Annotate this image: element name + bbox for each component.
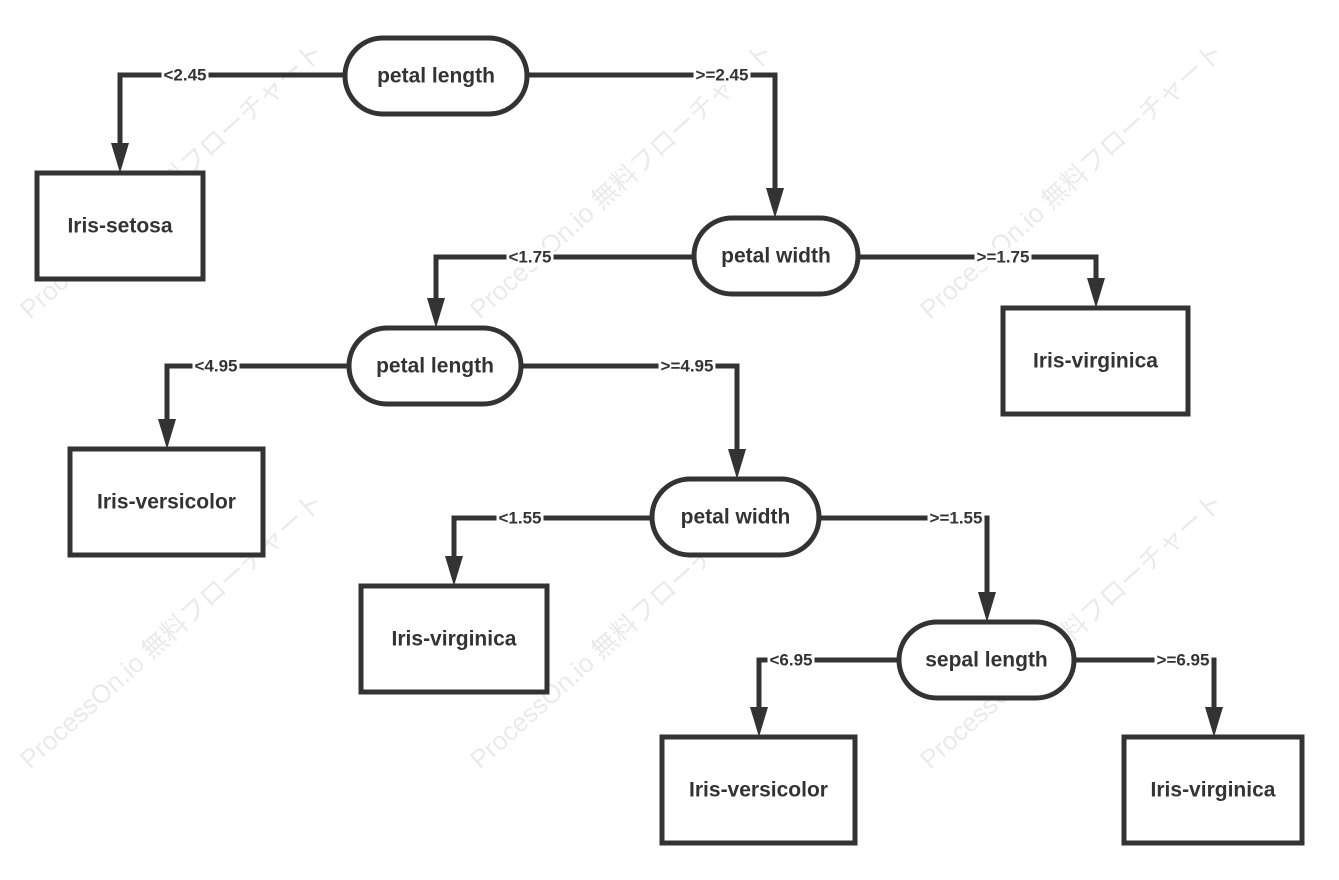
leaf-node-n6: Iris-versicolor [67,446,266,558]
node-label: Iris-virginica [1033,350,1158,373]
edge-label: >=1.75 [977,248,1030,267]
edge-label: <6.95 [769,651,812,670]
edge-line [521,363,740,461]
node-label: Iris-virginica [392,628,517,651]
node-label: petal width [721,245,831,268]
edge-label-background [1154,650,1212,670]
edge-label: <1.55 [498,509,541,528]
arrowhead-icon [1205,707,1223,737]
edge-label-background [658,356,716,376]
edge-label-background [693,65,751,85]
decision-node-n1: petal length [342,35,530,117]
edge-label: >=4.95 [661,357,714,376]
leaf-node-n4: Iris-virginica [1000,305,1191,417]
edge-n7-n8: <1.55 [445,508,652,586]
leaf-shape [358,583,550,695]
decision-node-n3: petal width [691,215,861,297]
node-label: petal length [376,355,494,378]
arrowhead-icon [111,143,129,173]
edge-label: >=6.95 [1157,651,1210,670]
edge-line [527,72,778,200]
edge-n1-n3: >=2.45 [527,65,784,218]
node-label: sepal length [925,649,1048,672]
node-label: petal length [377,65,495,88]
leaf-shape [1000,305,1191,417]
edge-n1-n2: <2.45 [111,65,345,173]
edge-line [819,515,990,604]
arrowhead-icon [445,556,463,586]
edge-label: >=2.45 [696,66,749,85]
edge-n5-n6: <4.95 [158,356,349,449]
edge-label: <1.75 [508,248,551,267]
edge-n9-n11: >=6.95 [1074,650,1223,737]
edge-line [433,254,694,310]
edge-n5-n7: >=4.95 [521,356,746,479]
node-label: petal width [681,506,791,529]
leaf-shape [67,446,266,558]
edge-label-background [927,508,985,528]
arrowhead-icon [427,298,445,328]
leaf-shape [1121,734,1305,846]
edge-n3-n4: >=1.75 [858,247,1105,308]
node-label: Iris-versicolor [689,779,828,802]
edge-line [756,657,899,719]
arrowhead-icon [728,449,746,479]
leaf-node-n8: Iris-virginica [358,583,550,695]
decision-shape [691,215,861,297]
edge-line [1074,657,1217,719]
node-label: Iris-versicolor [97,491,236,514]
edge-line [451,515,652,568]
decision-shape [342,35,530,117]
edge-label-background [767,650,815,670]
decision-shape [649,476,822,558]
watermark-text: ProcessOn.io 無料フローチャート [914,36,1229,324]
leaf-shape [659,734,858,846]
decision-node-n9: sepal length [896,619,1077,701]
arrowhead-icon [766,188,784,218]
decision-shape [896,619,1077,701]
edge-label: >=1.55 [930,509,983,528]
leaf-node-n2: Iris-setosa [34,170,206,282]
arrowhead-icon [158,419,176,449]
node-label: Iris-virginica [1151,779,1276,802]
edges-layer: <2.45 >=2.45 <1.75 >=1.75 <4.95 >=4.95 <1.55 >=… [111,65,1223,737]
edge-label-background [192,356,240,376]
edge-label-background [161,65,209,85]
edge-line [164,363,349,431]
decision-node-n5: petal length [346,325,524,407]
edge-n3-n5: <1.75 [427,247,694,328]
edge-label: <2.45 [163,66,206,85]
leaf-node-n11: Iris-virginica [1121,734,1305,846]
edge-n9-n10: <6.95 [750,650,899,737]
leaf-shape [34,170,206,282]
edge-label: <4.95 [194,357,237,376]
arrowhead-icon [750,707,768,737]
decision-shape [346,325,524,407]
arrowhead-icon [978,592,996,622]
edge-line [117,72,345,155]
edge-n7-n9: >=1.55 [819,508,996,622]
node-label: Iris-setosa [67,215,172,238]
edge-label-background [506,247,554,267]
arrowhead-icon [1087,278,1105,308]
decision-node-n7: petal width [649,476,822,558]
leaf-node-n10: Iris-versicolor [659,734,858,846]
edge-label-background [974,247,1032,267]
edge-label-background [496,508,544,528]
